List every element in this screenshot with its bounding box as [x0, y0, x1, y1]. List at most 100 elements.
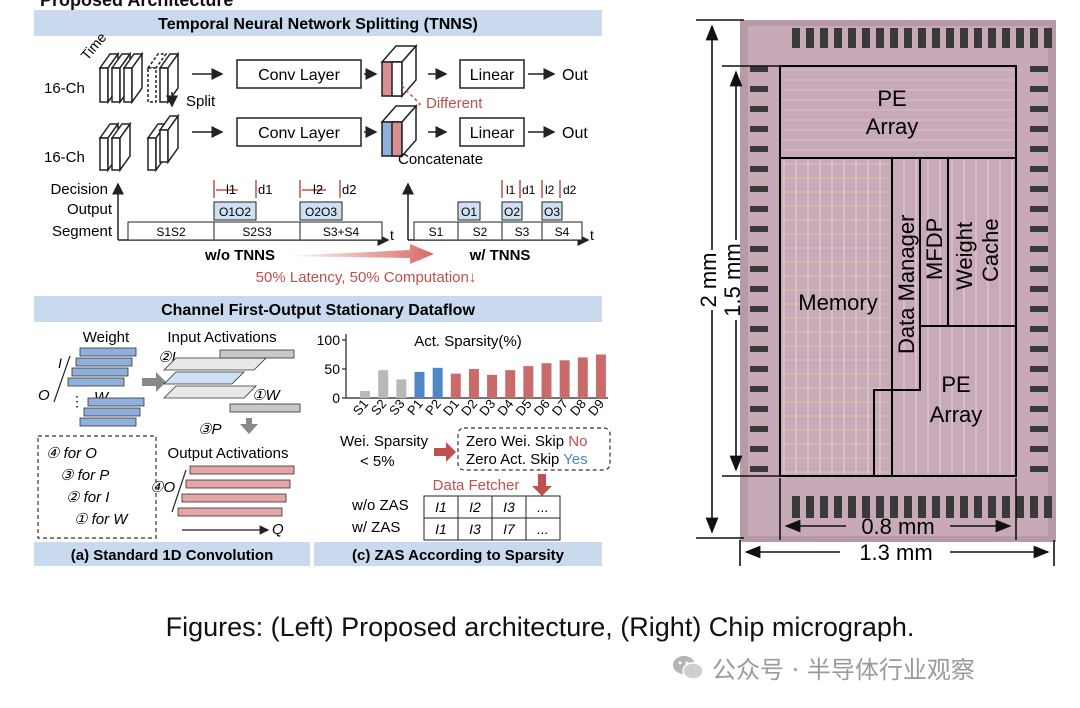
bond-pad — [1030, 366, 1048, 372]
bond-pad — [834, 496, 842, 518]
bond-pad — [946, 28, 954, 48]
chart-bar-s2 — [378, 370, 389, 398]
loop-1: ④ for O — [46, 445, 97, 462]
data-manager-label: Data Manager — [894, 215, 919, 354]
sub-a-bar — [34, 542, 310, 566]
bond-pad — [750, 446, 768, 452]
conv-layer-2 — [236, 117, 362, 147]
d1-label-2: d1 — [522, 183, 536, 197]
concatenate-label: Concatenate — [398, 151, 483, 168]
chart-ytick-label: 50 — [324, 361, 340, 377]
bond-pad — [750, 146, 768, 152]
zero-act-line: Zero Act. Skip Yes — [466, 451, 588, 468]
bond-pad — [1030, 126, 1048, 132]
w-seg-1: S1 — [429, 225, 444, 239]
wei-sparsity-value: < 5% — [360, 453, 395, 470]
bond-pad — [848, 28, 856, 48]
zas-cell-text: I3 — [503, 499, 515, 515]
bond-pad — [1044, 496, 1052, 518]
bond-pad — [820, 28, 828, 48]
zas-section: Wei. Sparsity < 5% Zero Wei. Skip No Zer… — [340, 427, 611, 541]
wo-tnns-label: w/o TNNS — [204, 247, 275, 264]
out-2: Out — [562, 125, 588, 142]
chart-bar-p2 — [432, 367, 443, 398]
bond-pad — [750, 66, 768, 72]
bond-pad — [876, 28, 884, 48]
w-seg-4: S4 — [555, 225, 570, 239]
zas-cell-text: I2 — [469, 499, 481, 515]
bond-pad — [750, 86, 768, 92]
bond-pad — [820, 496, 828, 518]
l2-label-2: l2 — [545, 183, 555, 197]
chart-bar-d7 — [559, 360, 570, 398]
chart-bar-d8 — [577, 357, 588, 398]
segment-label: Segment — [52, 223, 113, 240]
chart-bar-p1 — [414, 371, 425, 398]
loop-box — [37, 435, 157, 539]
tnns-benefit: 50% Latency, 50% Computation↓ — [256, 269, 477, 286]
zas-cell-text: I1 — [435, 499, 447, 515]
zas-cell-text: ... — [537, 521, 549, 537]
bond-pad — [1030, 306, 1048, 312]
zero-wei-line: Zero Wei. Skip No — [466, 433, 587, 450]
bond-pad — [1030, 326, 1048, 332]
zas-cell-text: I7 — [503, 521, 516, 537]
bond-pad — [932, 28, 940, 48]
sub-c-bar — [314, 542, 602, 566]
weight-cache-1: Weight — [952, 222, 977, 290]
bond-pad — [890, 28, 898, 48]
weight-to-input-arrow — [142, 372, 166, 392]
bond-pad — [932, 496, 940, 518]
zas-cell-text: ... — [537, 499, 549, 515]
bond-pad — [750, 346, 768, 352]
fetcher-arrow — [532, 474, 552, 496]
bond-pad — [1030, 226, 1048, 232]
input-blocks-1 — [98, 51, 180, 105]
bond-pad — [1030, 28, 1038, 48]
bond-pad — [750, 306, 768, 312]
loop-4: ① for W — [74, 511, 129, 528]
chip-pads — [750, 28, 1052, 518]
wo-seg-1: S1S2 — [156, 225, 186, 239]
sub-a-label: (a) Standard 1D Convolution — [71, 547, 274, 564]
c4O-label: ④O — [150, 479, 175, 496]
bond-pad — [1030, 446, 1048, 452]
wo-tnns-timeline: t S1S2 S2S3 S3+S4 O1O2 O2O3 l1 d1 l2 d2 — [112, 180, 394, 246]
bond-pad — [1030, 406, 1048, 412]
bond-pad — [1030, 186, 1048, 192]
bond-pad — [750, 366, 768, 372]
Q-label: Q — [272, 521, 284, 538]
skip-box — [457, 427, 611, 471]
c1W-label: ①W — [252, 387, 281, 404]
bond-pad — [974, 496, 982, 518]
bond-pad — [904, 496, 912, 518]
weight-cache-2: Cache — [978, 218, 1003, 282]
input-blocks-2 — [98, 113, 180, 173]
bond-pad — [792, 28, 800, 48]
w-seg-2: S2 — [473, 225, 488, 239]
linear-2-label: Linear — [470, 125, 515, 142]
bond-pad — [750, 406, 768, 412]
w-out-1: O1 — [461, 205, 477, 219]
bond-pad — [862, 28, 870, 48]
chart-xtick-label: D9 — [585, 396, 607, 418]
bond-pad — [1030, 286, 1048, 292]
output-act-label: Output Activations — [168, 445, 289, 462]
p-down-arrow — [240, 418, 258, 434]
zas-cell — [525, 517, 561, 541]
bond-pad — [750, 266, 768, 272]
w-tnns-timeline: t S1 S2 S3 S4 O1 O2 O3 l1 d1 l2 d2 — [402, 180, 594, 246]
bond-pad — [876, 496, 884, 518]
w-seg-3: S3 — [515, 225, 530, 239]
bond-pad — [1030, 206, 1048, 212]
w-out-3: O3 — [544, 205, 560, 219]
input-act-label: Input Activations — [167, 329, 276, 346]
chart-bar-s1 — [360, 391, 371, 398]
l1-label: l1 — [226, 182, 236, 197]
dim-1-3mm: 1.3 mm — [859, 540, 932, 565]
bond-pad — [946, 496, 954, 518]
memory-label: Memory — [798, 290, 877, 315]
tnns-title: Temporal Neural Network Splitting (TNNS) — [158, 16, 478, 33]
bond-pad — [862, 496, 870, 518]
